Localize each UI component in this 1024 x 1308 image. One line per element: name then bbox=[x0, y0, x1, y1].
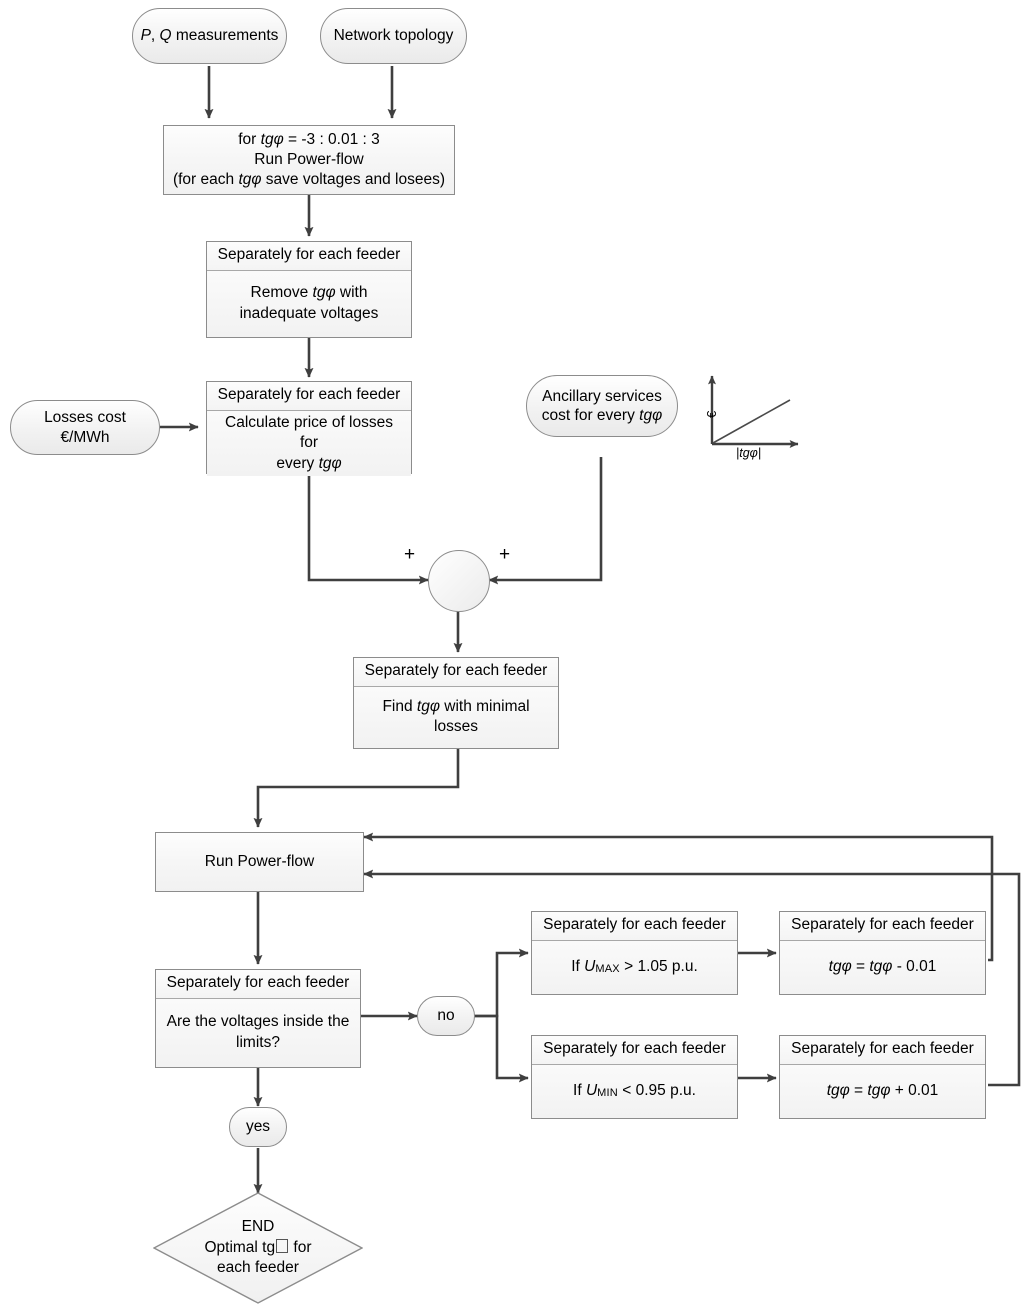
mini-chart-svg bbox=[708, 375, 799, 448]
network-topology-label: Network topology bbox=[333, 27, 454, 45]
umax-check-header: Separately for each feeder bbox=[532, 912, 737, 941]
missing-glyph-icon bbox=[276, 1238, 289, 1253]
node-calculate-price[interactable]: Separately for each feeder Calculate pri… bbox=[206, 381, 412, 476]
umax-check-body: If UMAX > 1.05 p.u. bbox=[532, 940, 737, 994]
end-line3: each feeder bbox=[217, 1259, 299, 1277]
ancillary-line1: Ancillary services bbox=[542, 387, 662, 405]
node-find-min-losses[interactable]: Separately for each feeder Find tgφ with… bbox=[353, 657, 559, 749]
losses-cost-line1: Losses cost bbox=[44, 409, 126, 427]
end-line2: Optimal tg for bbox=[204, 1238, 312, 1256]
edge-no-to-umin bbox=[474, 1014, 529, 1083]
node-ancillary-services[interactable]: Ancillary services cost for every tgφ bbox=[526, 375, 678, 437]
umin-check-body: If UMIN < 0.95 p.u. bbox=[532, 1064, 737, 1118]
tg-increment-header: Separately for each feeder bbox=[780, 1036, 985, 1065]
sweep-block-text: for tgφ = -3 : 0.01 : 3 Run Power-flow (… bbox=[172, 130, 446, 189]
ancillary-services-label: Ancillary services cost for every tgφ bbox=[541, 387, 663, 424]
edge-no-to-umax bbox=[474, 948, 529, 1018]
end-line1: END bbox=[241, 1218, 275, 1236]
find-min-losses-header: Separately for each feeder bbox=[354, 658, 558, 687]
edge-findmin-to-runpf bbox=[253, 749, 460, 828]
sum-left-plus-sign: + bbox=[404, 544, 416, 565]
mini-chart-xlabel: |tgφ| bbox=[736, 446, 762, 460]
node-remove-inadequate[interactable]: Separately for each feeder Remove tgφ wi… bbox=[206, 241, 412, 338]
remove-inadequate-header: Separately for each feeder bbox=[207, 242, 411, 271]
node-end[interactable]: END Optimal tg for each feeder bbox=[152, 1192, 364, 1304]
run-power-flow-label: Run Power-flow bbox=[204, 852, 315, 870]
node-losses-cost[interactable]: Losses cost €/MWh bbox=[10, 400, 160, 455]
branch-yes-label: yes bbox=[245, 1118, 271, 1136]
node-tg-increment[interactable]: Separately for each feeder tgφ = tgφ + 0… bbox=[779, 1035, 986, 1119]
node-voltage-check[interactable]: Separately for each feeder Are the volta… bbox=[155, 969, 361, 1068]
tg-decrement-body: tgφ = tgφ - 0.01 bbox=[780, 940, 985, 994]
calculate-price-header: Separately for each feeder bbox=[207, 382, 411, 411]
end-label: END Optimal tg for each feeder bbox=[153, 1192, 363, 1304]
node-branch-no[interactable]: no bbox=[417, 996, 475, 1036]
voltage-check-header: Separately for each feeder bbox=[156, 970, 360, 999]
sum-right-plus-sign: + bbox=[499, 544, 511, 565]
pq-measurements-label: P, Q measurements bbox=[140, 27, 279, 45]
ancillary-cost-mini-chart: € |tgφ| bbox=[686, 366, 806, 466]
branch-no-label: no bbox=[437, 1007, 455, 1025]
tg-decrement-header: Separately for each feeder bbox=[780, 912, 985, 941]
losses-cost-line2: €/MWh bbox=[60, 428, 110, 446]
node-branch-yes[interactable]: yes bbox=[229, 1107, 287, 1147]
end-diamond-shape bbox=[152, 1192, 364, 1304]
node-network-topology[interactable]: Network topology bbox=[320, 8, 467, 64]
node-tg-decrement[interactable]: Separately for each feeder tgφ = tgφ - 0… bbox=[779, 911, 986, 995]
node-pq-measurements[interactable]: P, Q measurements bbox=[132, 8, 287, 64]
losses-cost-label: Losses cost €/MWh bbox=[44, 408, 126, 447]
node-umin-check[interactable]: Separately for each feeder If UMIN < 0.9… bbox=[531, 1035, 738, 1119]
node-umax-check[interactable]: Separately for each feeder If UMAX > 1.0… bbox=[531, 911, 738, 995]
sweep-block-line2: Run Power-flow bbox=[254, 150, 364, 168]
node-sum-junction[interactable] bbox=[428, 550, 490, 612]
umin-check-header: Separately for each feeder bbox=[532, 1036, 737, 1065]
mini-chart-ylabel: € bbox=[704, 410, 719, 418]
mini-chart-line-series bbox=[712, 399, 791, 444]
node-sweep-block[interactable]: for tgφ = -3 : 0.01 : 3 Run Power-flow (… bbox=[163, 125, 455, 195]
tg-increment-body: tgφ = tgφ + 0.01 bbox=[780, 1064, 985, 1118]
node-run-power-flow[interactable]: Run Power-flow bbox=[155, 832, 364, 892]
